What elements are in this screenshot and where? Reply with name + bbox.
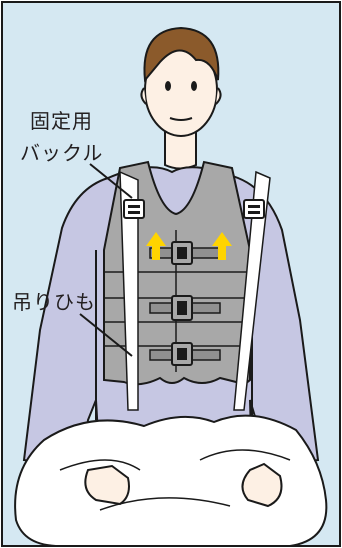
left-suspension-strap bbox=[119, 170, 139, 411]
strap-label: 吊りひも bbox=[12, 290, 96, 314]
shoulder-buckle-left bbox=[123, 199, 145, 219]
hair bbox=[143, 26, 220, 83]
left-hand bbox=[84, 464, 130, 506]
buckle-label-line2: バックル bbox=[20, 141, 104, 165]
up-arrow-icon bbox=[146, 232, 166, 260]
buckle-label-line1: 固定用 bbox=[30, 109, 93, 133]
buckle-icon bbox=[171, 241, 193, 366]
up-arrow-icon bbox=[212, 232, 232, 260]
strap-leader-line bbox=[79, 313, 133, 357]
shoulder-buckle-right bbox=[243, 199, 265, 219]
right-hand bbox=[241, 462, 283, 508]
right-suspension-strap bbox=[233, 170, 271, 411]
blanket bbox=[14, 414, 328, 547]
buckle-leader-line bbox=[89, 163, 133, 199]
